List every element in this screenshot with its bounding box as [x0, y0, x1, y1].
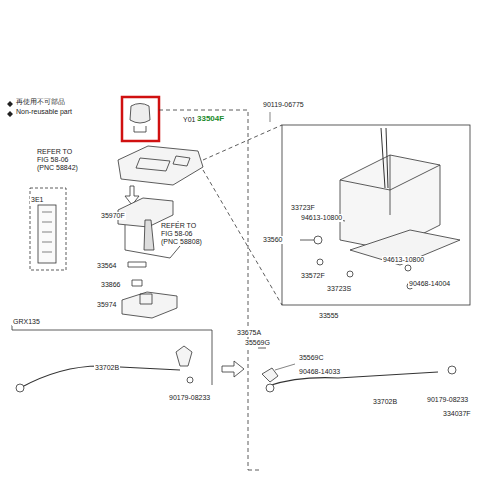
- callout-number: Y01: [182, 116, 196, 124]
- callout-number: 94613-10800: [382, 256, 425, 264]
- callout-number: 33560: [262, 236, 283, 244]
- callout-number: 90179-08233: [168, 394, 211, 402]
- callout-number: 33564: [96, 262, 117, 270]
- callout-number: 90179-08233: [426, 396, 469, 404]
- legend-text: Non-reusable part: [15, 108, 73, 116]
- callout-number: 90468-14004: [408, 280, 451, 288]
- callout-number: 35569C: [298, 354, 325, 362]
- callout-number: 33702B: [372, 398, 398, 406]
- callout-number: 33572F: [300, 272, 326, 280]
- legend-text: 再使用不可部品: [15, 98, 66, 106]
- callout-number: REFER TO FIG 58-06 (PNC 58842): [36, 148, 86, 172]
- callout-number: REFER TO FIG 58-06 (PNC 58808): [160, 222, 210, 246]
- callout-number: 33555: [318, 312, 339, 320]
- callout-number: 90468-14033: [298, 368, 341, 376]
- callout-number: 33702B: [94, 364, 120, 372]
- callout-number: 35974: [96, 301, 117, 309]
- callout-number: 33866: [100, 281, 121, 289]
- callout-number: 35569G: [244, 339, 271, 347]
- callout-number: 334037F: [442, 410, 472, 418]
- callout-number: 33504F: [196, 115, 225, 123]
- callout-number: 3E1: [30, 196, 44, 204]
- callout-number: 94613-10800: [300, 214, 343, 222]
- callout-number: 33675A: [236, 329, 262, 337]
- callout-number: 33723F: [290, 204, 316, 212]
- callout-number: 90119-06775: [262, 101, 305, 109]
- callout-number: GRX135: [12, 318, 41, 326]
- callout-number: 33723S: [326, 285, 352, 293]
- callout-number: 35970F: [100, 212, 126, 220]
